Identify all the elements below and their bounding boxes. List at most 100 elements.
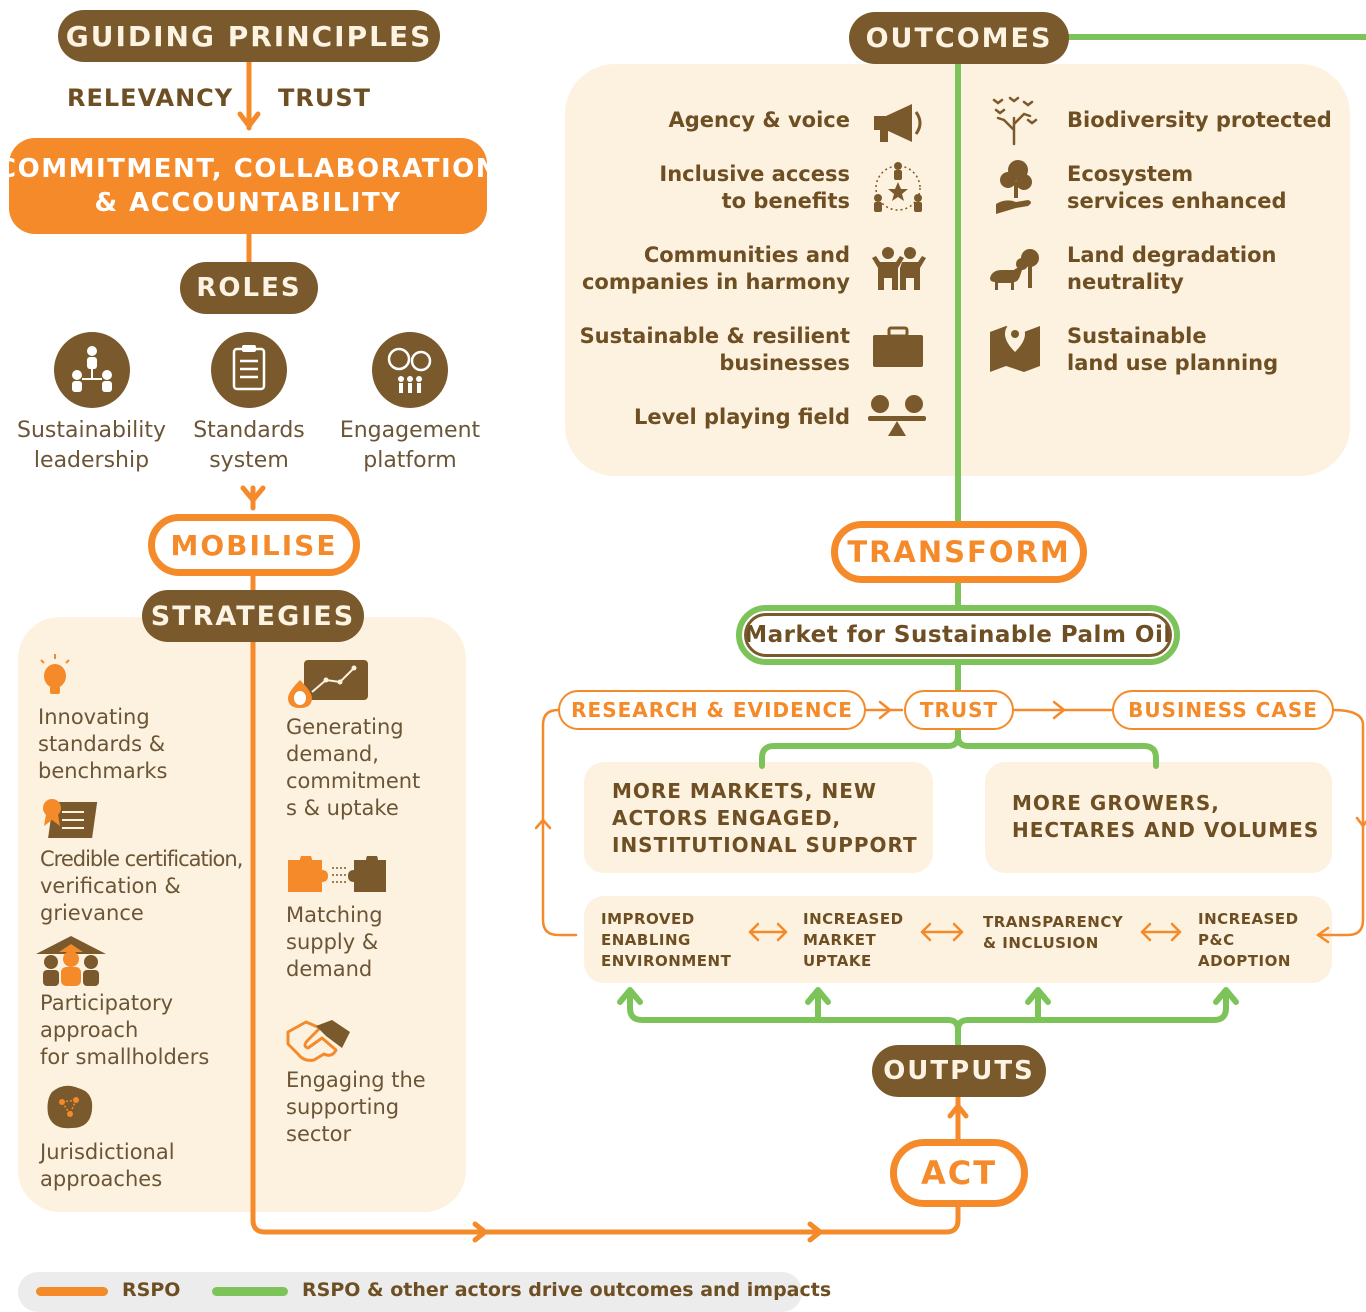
output-3-line1: TRANSPARENCY — [983, 913, 1124, 931]
jurisdiction-map-icon — [44, 1082, 96, 1136]
outcomes-pill: OUTCOMES — [849, 12, 1069, 64]
guiding-principles-pill: GUIDING PRINCIPLES — [58, 10, 440, 62]
roles-pill: ROLES — [180, 262, 318, 314]
outcome-biodiversity: Biodiversity protected — [1067, 107, 1332, 134]
outcome-level-field-line1: Level playing field — [633, 405, 850, 429]
strategy-jurisdictional: Jurisdictional approaches — [40, 1139, 175, 1193]
effects-right-line2: HECTARES AND VOLUMES — [1012, 818, 1320, 842]
effects-box-right — [985, 762, 1332, 873]
strategy-innovating: Innovating standards & benchmarks — [38, 704, 167, 785]
balance-icon — [866, 394, 928, 444]
trust-cycle-label: TRUST — [919, 698, 999, 722]
role-2-line2: system — [209, 448, 289, 473]
legend-green-swatch — [212, 1287, 288, 1296]
certificate-icon — [40, 796, 104, 844]
effects-left-text: MORE MARKETS, NEW ACTORS ENGAGED, INSTIT… — [612, 778, 918, 859]
output-1-line1: IMPROVED — [601, 910, 695, 928]
strategy-matching-line3: demand — [286, 957, 373, 981]
puzzle-icon — [286, 854, 390, 898]
strategy-generating-line1: Generating — [286, 715, 404, 739]
outcome-resilient-line1: Sustainable & resilient — [579, 324, 850, 348]
commitment-line1: COMMITMENT, COLLABORATION — [0, 154, 499, 184]
role-1-line2: leadership — [33, 448, 150, 473]
act-pill: ACT — [890, 1139, 1028, 1207]
outcome-harmony-line2: companies in harmony — [581, 270, 850, 294]
outcome-ecosystem: Ecosystem services enhanced — [1067, 161, 1286, 215]
demand-chart-icon — [284, 658, 370, 714]
outcome-land-degradation: Land degradation neutrality — [1067, 242, 1277, 296]
outcome-inclusive: Inclusive access to benefits — [560, 161, 850, 215]
roles-label: ROLES — [196, 273, 302, 303]
outcome-land-degradation-line1: Land degradation — [1067, 243, 1277, 267]
guiding-principles-label: GUIDING PRINCIPLES — [65, 19, 433, 53]
outcome-agency: Agency & voice — [560, 107, 850, 134]
outcome-ecosystem-line1: Ecosystem — [1067, 162, 1194, 186]
market-pill: Market for Sustainable Palm Oil — [736, 605, 1180, 665]
trust-principle-label: TRUST — [278, 84, 371, 112]
strategy-participatory-line3: for smallholders — [40, 1045, 210, 1069]
strategy-jurisdictional-line2: approaches — [40, 1167, 163, 1191]
outcome-ecosystem-line2: services enhanced — [1067, 189, 1287, 213]
strategy-certification: Credible certification, verification & g… — [40, 846, 243, 927]
output-3-line2: & INCLUSION — [983, 934, 1099, 952]
output-market-uptake: INCREASED MARKET UPTAKE — [803, 909, 904, 972]
commitment-box: COMMITMENT, COLLABORATION & ACCOUNTABILI… — [0, 138, 497, 234]
market-label: Market for Sustainable Palm Oil — [744, 622, 1172, 648]
strategy-certification-line1: Credible certification, — [40, 847, 243, 871]
outcome-land-use: Sustainable land use planning — [1067, 323, 1278, 377]
effects-left-line3: INSTITUTIONAL SUPPORT — [612, 833, 918, 857]
role-1-line1: Sustainability — [17, 418, 166, 443]
strategies-pill: STRATEGIES — [142, 590, 364, 642]
strategy-participatory-line1: Participatory — [40, 991, 174, 1015]
effects-right-text: MORE GROWERS, HECTARES AND VOLUMES — [1012, 790, 1319, 844]
trust-cycle-pill: TRUST — [904, 690, 1014, 730]
strategy-generating-line2: demand, — [286, 742, 379, 766]
lightbulb-icon — [36, 652, 74, 704]
legend-orange-label: RSPO — [122, 1279, 181, 1301]
strategy-certification-line3: grievance — [40, 901, 144, 925]
output-enabling-environment: IMPROVED ENABLING ENVIRONMENT — [601, 909, 731, 972]
effects-left-line2: ACTORS ENGAGED, — [612, 806, 842, 830]
strategy-generating-line4: s & uptake — [286, 796, 399, 820]
handshake-icon — [286, 1018, 352, 1068]
output-1-line3: ENVIRONMENT — [601, 952, 732, 970]
strategy-generating-line3: commitment — [286, 769, 421, 793]
business-case-label: BUSINESS CASE — [1128, 698, 1318, 722]
output-4-line2: P&C — [1198, 931, 1235, 949]
output-pc-adoption: INCREASED P&C ADOPTION — [1198, 909, 1299, 972]
research-evidence-label: RESEARCH & EVIDENCE — [571, 698, 853, 722]
strategy-innovating-line2: standards & — [38, 732, 166, 756]
business-case-pill: BUSINESS CASE — [1112, 690, 1334, 730]
outcome-harmony: Communities and companies in harmony — [560, 242, 850, 296]
role-3-line2: platform — [363, 448, 457, 473]
outcome-land-use-line1: Sustainable — [1067, 324, 1207, 348]
smallholder-people-icon — [34, 932, 108, 990]
strategy-generating: Generating demand, commitment s & uptake — [286, 714, 420, 822]
output-4-line3: ADOPTION — [1198, 952, 1291, 970]
role-3-line1: Engagement — [339, 418, 481, 443]
effects-left-line1: MORE MARKETS, NEW — [612, 779, 877, 803]
outputs-label: OUTPUTS — [883, 1056, 1035, 1086]
output-2-line1: INCREASED — [803, 910, 904, 928]
effects-right-line1: MORE GROWERS, — [1012, 791, 1220, 815]
transform-label: TRANSFORM — [847, 535, 1071, 569]
act-label: ACT — [920, 1154, 998, 1192]
strategy-participatory: Participatory approach for smallholders — [40, 990, 209, 1071]
clipboard-checklist-icon — [210, 331, 288, 413]
briefcase-icon — [872, 326, 924, 372]
outcomes-label: OUTCOMES — [865, 22, 1053, 54]
strategy-matching-line2: supply & — [286, 930, 379, 954]
strategy-matching-line1: Matching — [286, 903, 383, 927]
role-label-1: Sustainability leadership — [4, 416, 179, 476]
strategies-label: STRATEGIES — [150, 600, 356, 632]
people-network-icon — [53, 331, 131, 413]
strategy-participatory-line2: approach — [40, 1018, 139, 1042]
output-2-line2: MARKET — [803, 931, 877, 949]
strategy-innovating-line1: Innovating — [38, 705, 150, 729]
animal-tree-icon — [988, 246, 1044, 296]
outputs-row-panel — [584, 896, 1332, 983]
role-label-2: Standards system — [170, 416, 328, 476]
megaphone-icon — [870, 102, 924, 148]
effects-box-left — [584, 762, 933, 873]
